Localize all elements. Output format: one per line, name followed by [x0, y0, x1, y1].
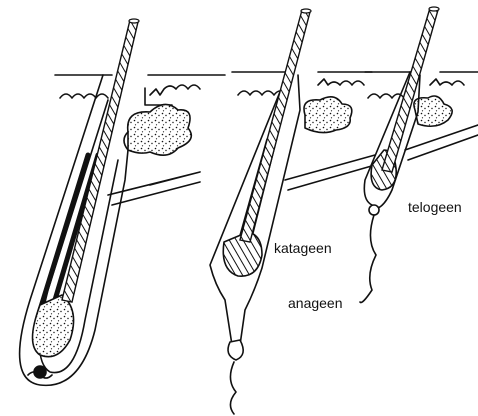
anagen-follicle	[20, 75, 225, 385]
catagen-sebaceous-gland	[304, 97, 352, 133]
anagen-label: anageen	[288, 296, 343, 310]
catagen-label: katageen	[274, 241, 332, 255]
anagen-skin-wave	[60, 94, 108, 98]
anagen-hair-bulb	[33, 295, 74, 357]
telogen-label: telogeen	[408, 200, 462, 214]
anagen-skin-wave-right	[150, 85, 200, 95]
catagen-hair-shaft	[240, 9, 311, 242]
catagen-papilla	[228, 340, 243, 360]
telogen-sebaceous-gland	[414, 96, 452, 126]
anagen-sebaceous-gland	[128, 104, 192, 155]
telogen-papilla	[369, 205, 379, 215]
telogen-arrector-muscle	[405, 125, 478, 160]
telogen-hair-shaft	[382, 7, 439, 172]
catagen-arrector-muscle	[285, 155, 375, 190]
telogen-follicle	[360, 72, 478, 303]
